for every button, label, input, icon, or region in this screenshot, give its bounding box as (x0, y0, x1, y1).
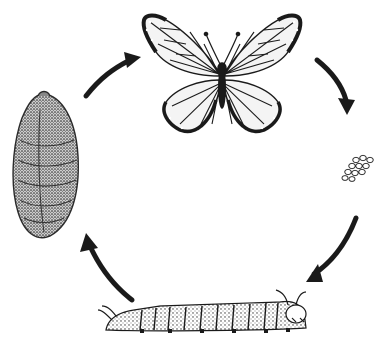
arrowhead-4 (124, 52, 141, 68)
butterfly-icon (144, 16, 301, 134)
cycle-arrow-3 (90, 246, 132, 300)
chrysalis-icon (13, 92, 78, 238)
cycle-arrow-1 (317, 60, 346, 100)
arrowhead-3 (80, 233, 98, 252)
eggs-icon (342, 155, 373, 181)
arrowhead-1 (338, 98, 355, 115)
cycle-arrow-2 (314, 218, 356, 274)
cycle-arrow-4 (86, 60, 130, 96)
